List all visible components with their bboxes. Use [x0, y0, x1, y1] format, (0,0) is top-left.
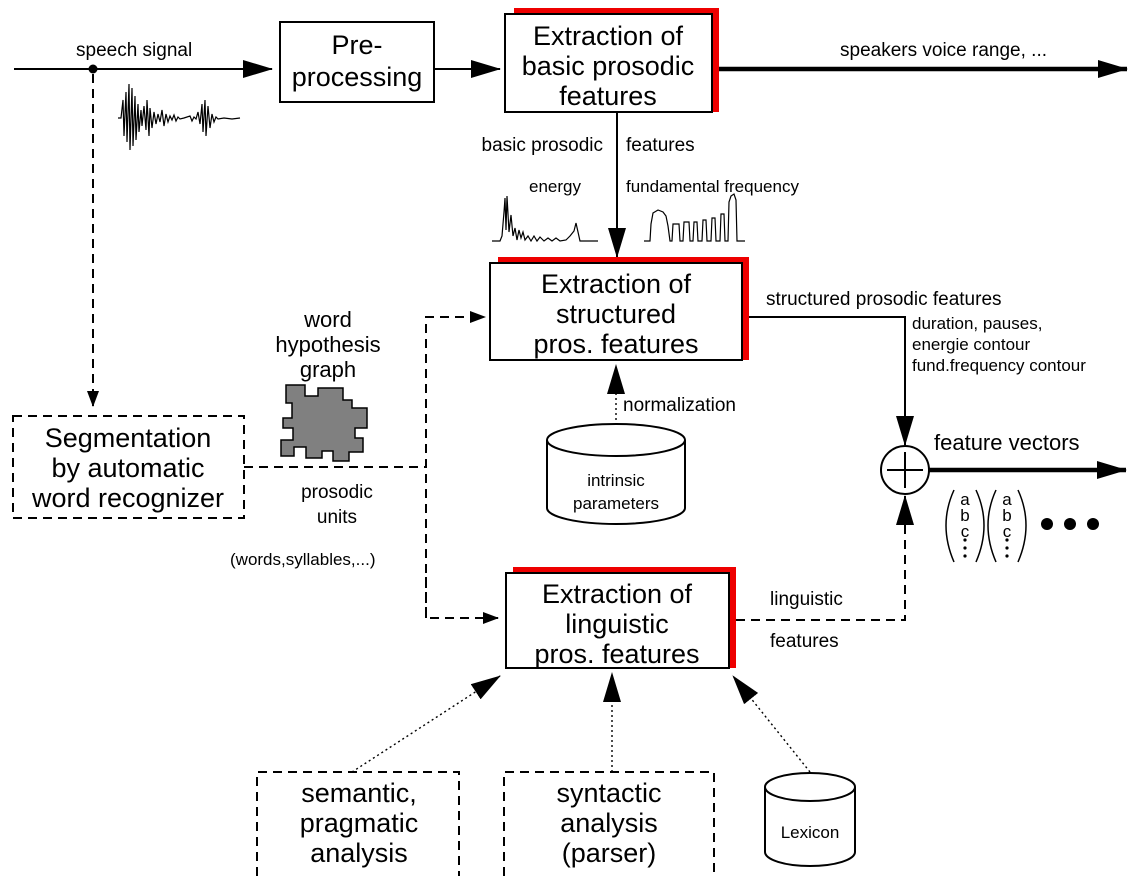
preprocessing-line2: processing [292, 62, 423, 92]
preprocessing-line1: Pre- [331, 30, 382, 60]
ellipsis-dots-icon [1041, 518, 1099, 530]
normalization-label: normalization [623, 395, 736, 416]
word-hypothesis-graph-icon [280, 384, 368, 462]
speakers-range-label: speakers voice range, ... [840, 40, 1047, 61]
units-examples-label: (words,syllables,...) [230, 550, 375, 569]
syntactic-analysis-box [503, 771, 715, 876]
combiner-plus-icon [880, 445, 930, 495]
linguistic-box-accent-right [729, 567, 736, 668]
structured-box-line3: pros. features [533, 329, 698, 359]
speech-waveform-icon [118, 83, 241, 151]
linguistic-box-line2: linguistic [565, 609, 669, 639]
vector1-letter-b: b [960, 506, 969, 525]
vector2-letter-b: b [1002, 506, 1011, 525]
basic-box-accent-top [514, 8, 716, 14]
feature-vector-1-icon [945, 489, 985, 563]
vector1-letter-a: a [960, 490, 970, 509]
semantic-line1: semantic, [301, 778, 417, 808]
vector2-letter-c: c [1003, 522, 1012, 541]
energy-label: energy [529, 177, 581, 196]
syntactic-line3: (parser) [562, 838, 657, 868]
feature-vectors-label: feature vectors [934, 430, 1080, 455]
structured-prosodic-box [489, 262, 743, 361]
basic-box-line3: features [559, 81, 657, 111]
features-label: features [626, 135, 695, 156]
basic-prosodic-box [504, 13, 713, 113]
whg-line1: word [303, 307, 352, 332]
lexicon-label: Lexicon [781, 823, 840, 842]
linguistic-prosodic-box [505, 572, 730, 669]
structured-list-item-2: energie contour [912, 335, 1030, 354]
basic-box-line2: basic prosodic [522, 51, 695, 81]
semantic-to-linguistic-arrow [351, 675, 501, 773]
prosodic-units-line1: prosodic [301, 482, 373, 503]
structured-box-accent-top [498, 257, 748, 263]
structured-box-line1: Extraction of [541, 269, 692, 299]
whg-line3: graph [300, 357, 356, 382]
speech-signal-label: speech signal [76, 40, 192, 61]
preprocessing-box [279, 21, 435, 103]
syntactic-line1: syntactic [556, 778, 661, 808]
segmentation-to-linguistic-arrow [425, 577, 499, 624]
segmentation-line1: Segmentation [45, 423, 212, 453]
structured-box-accent-right [742, 257, 749, 360]
syntactic-line2: analysis [560, 808, 658, 838]
linguistic-to-combiner-arrow [736, 495, 914, 621]
segmentation-to-structured-arrow [425, 311, 486, 618]
structured-prosodic-features-label: structured prosodic features [766, 289, 1002, 310]
branch-point [88, 64, 98, 74]
semantic-analysis-box [256, 771, 460, 876]
lexicon-to-linguistic-arrow [732, 675, 811, 773]
basic-box-accent-right [712, 8, 719, 112]
linguistic-box-line1: Extraction of [542, 579, 693, 609]
linguistic-box-line3: pros. features [534, 639, 699, 669]
intrinsic-line1: intrinsic [587, 471, 645, 490]
whg-line2: hypothesis [275, 332, 380, 357]
structured-to-combiner-arrow [749, 316, 914, 446]
intrinsic-parameters-database-icon [546, 423, 686, 525]
structured-box-line2: structured [556, 299, 676, 329]
semantic-line3: analysis [310, 838, 408, 868]
f0-contour-icon [644, 193, 745, 242]
segmentation-box [12, 415, 245, 519]
structured-list-item-1: duration, pauses, [912, 314, 1042, 333]
basic-box-line1: Extraction of [533, 21, 684, 51]
feature-vector-2-icon [987, 489, 1027, 563]
segmentation-line3: word recognizer [31, 483, 224, 513]
segmentation-line2: by automatic [51, 453, 204, 483]
features-output-label: features [770, 631, 839, 652]
lexicon-database-icon [764, 772, 856, 867]
energy-contour-icon [492, 195, 598, 243]
prosodic-units-line2: units [317, 507, 357, 528]
fundamental-frequency-label: fundamental frequency [626, 177, 799, 196]
semantic-line2: pragmatic [300, 808, 419, 838]
structured-list-item-3: fund.frequency contour [912, 356, 1086, 375]
vector1-letter-c: c [961, 522, 970, 541]
linguistic-box-accent-top [513, 567, 736, 573]
vector2-letter-a: a [1002, 490, 1012, 509]
intrinsic-line2: parameters [573, 494, 659, 513]
basic-prosodic-label: basic prosodic [482, 135, 603, 156]
linguistic-label: linguistic [770, 589, 843, 610]
